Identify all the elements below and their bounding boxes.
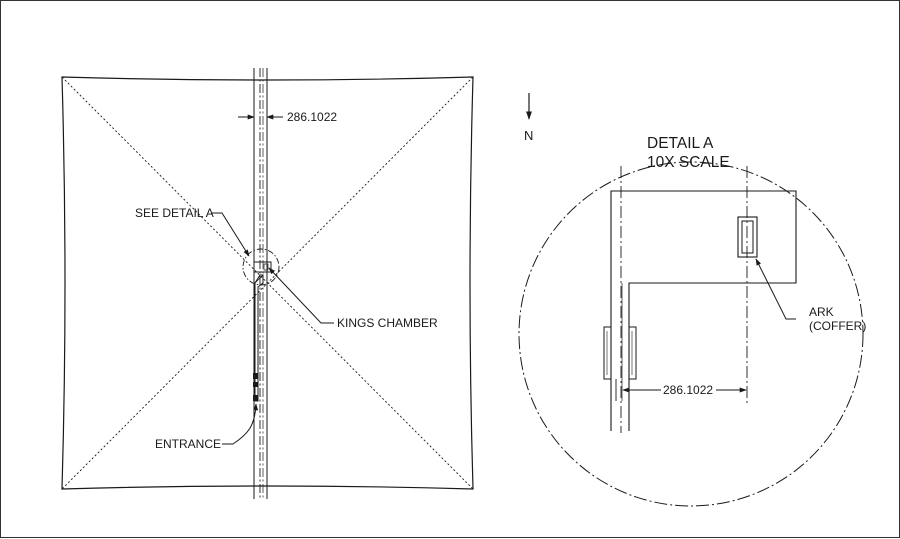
kings-chamber-plan (253, 261, 272, 273)
entrance-label: ENTRANCE (155, 437, 221, 451)
kings-chamber-outline (610, 190, 797, 431)
ark-coffer-label: (COFFER) (809, 319, 866, 333)
north-arrow: N (524, 93, 533, 143)
kings-chamber-label: KINGS CHAMBER (337, 316, 438, 330)
detail-a-title: DETAIL A (647, 135, 714, 152)
entrance-leader (222, 403, 259, 445)
passage-block-1 (253, 373, 258, 379)
detail-a-boundary-circle (518, 161, 864, 507)
see-detail-a-label: SEE DETAIL A (135, 206, 214, 220)
detail-dimension-label: 286.1022 (663, 383, 713, 397)
ark-coffer-inner (741, 220, 754, 254)
passage-block-3 (253, 395, 258, 401)
passage-block-2 (253, 382, 258, 387)
pyramid-base-outline (61, 76, 474, 490)
ark-leader (755, 258, 796, 320)
see-detail-a-leader (211, 212, 250, 257)
pyramid-plan-view: 286.1022 SEE DETAIL A KINGS CHAMBER ENTR… (61, 68, 474, 499)
ark-label: ARK (809, 305, 834, 319)
north-label: N (524, 128, 533, 143)
plan-dimension-label: 286.1022 (287, 110, 337, 124)
ascending-passage-line (254, 274, 264, 284)
kings-chamber-leader (268, 267, 334, 324)
gallery-step-right (628, 326, 637, 380)
detail-a-callout-circle (242, 248, 280, 286)
detail-a-scale: 10X SCALE (647, 154, 730, 171)
ark-plan (263, 263, 269, 271)
gallery-step-left (603, 326, 612, 380)
ark-coffer-outer (737, 216, 758, 258)
detail-a-view: DETAIL A 10X SCALE 286.1022 ARK (COFFER) (518, 135, 866, 507)
